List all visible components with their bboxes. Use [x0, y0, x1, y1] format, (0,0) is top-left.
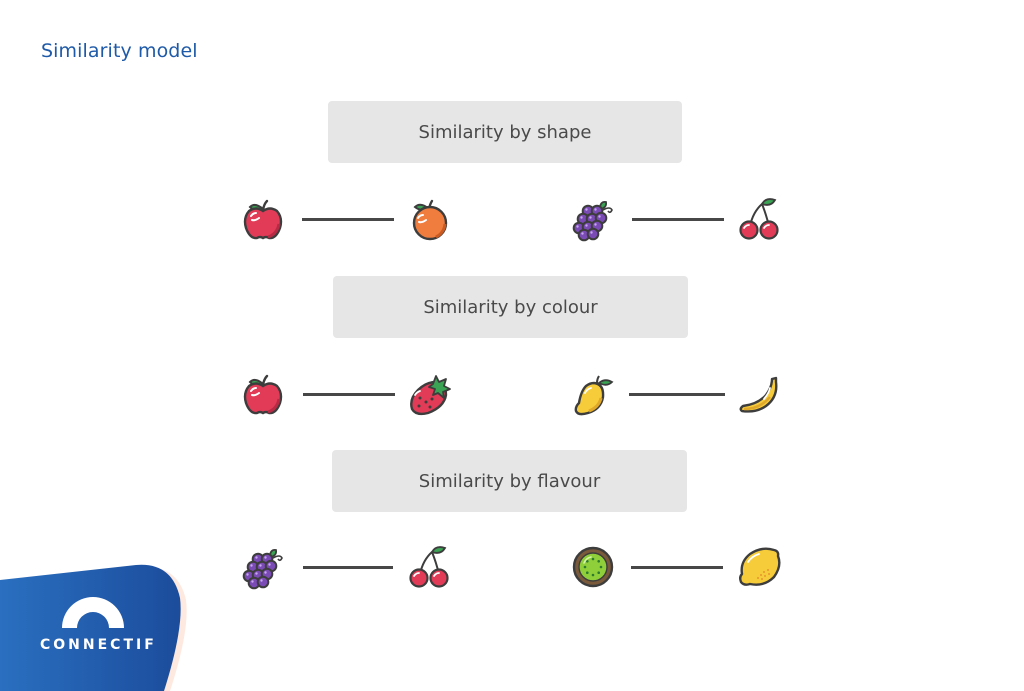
- pair-mango-banana: [570, 371, 784, 421]
- connector-line: [303, 393, 395, 396]
- connector-line: [631, 566, 723, 569]
- connector-line: [632, 218, 724, 221]
- lemon-icon: [736, 544, 782, 590]
- connector-line: [629, 393, 725, 396]
- strawberry-icon: [406, 371, 452, 417]
- orange-icon: [406, 196, 452, 242]
- grapes-icon: [240, 544, 286, 590]
- brand-name: CONNECTIF: [40, 637, 157, 653]
- grapes-icon: [570, 196, 616, 242]
- logo-background-shape: [0, 564, 187, 691]
- pair-kiwi-lemon: [570, 544, 784, 594]
- section-label-shape: Similarity by shape: [328, 101, 682, 163]
- page-title: Similarity model: [41, 40, 198, 62]
- arch-icon: [62, 597, 124, 628]
- connector-line: [302, 218, 394, 221]
- cherries-icon: [736, 196, 782, 242]
- kiwi-icon: [570, 544, 616, 590]
- cherries-icon: [406, 544, 452, 590]
- pair-grapes-cherries: [570, 196, 784, 246]
- section-label-flavour: Similarity by flavour: [332, 450, 687, 512]
- section-label-colour: Similarity by colour: [333, 276, 688, 338]
- mango-icon: [570, 371, 616, 417]
- apple-icon: [240, 371, 286, 417]
- connector-line: [303, 566, 393, 569]
- connectif-logo: CONNECTIF: [0, 560, 200, 691]
- pair-apple-strawberry: [240, 371, 454, 421]
- pair-apple-orange: [240, 196, 454, 246]
- banana-icon: [736, 371, 782, 417]
- apple-icon: [240, 196, 286, 242]
- pair-grapes-cherries: [240, 544, 454, 594]
